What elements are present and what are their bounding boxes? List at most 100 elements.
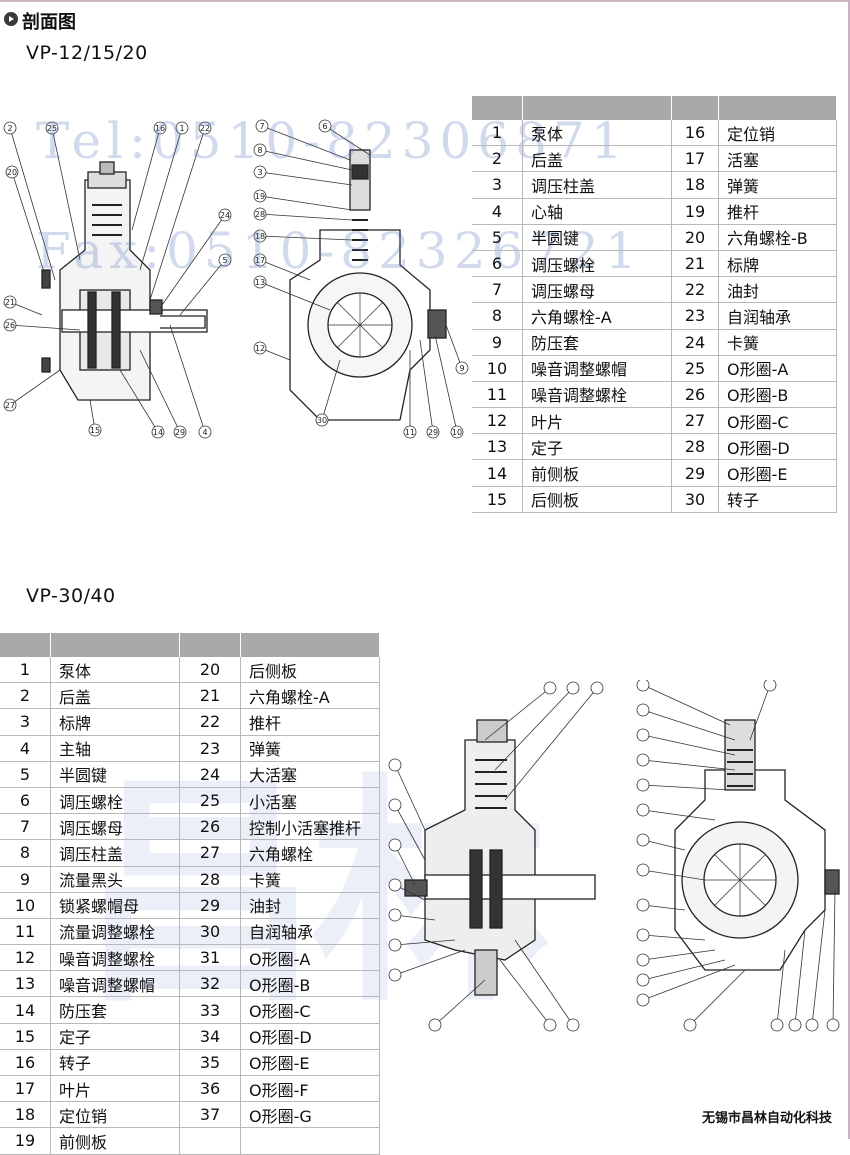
callout-circle — [388, 938, 402, 952]
callout-number: 1 — [179, 124, 184, 133]
part-name — [240, 1127, 380, 1155]
callout-circle — [636, 680, 650, 692]
callout-number: 30 — [317, 416, 327, 425]
callout-circle — [543, 681, 557, 695]
callout-number: 24 — [220, 211, 230, 220]
callout-number: 11 — [405, 428, 415, 437]
callout-circle — [388, 878, 402, 892]
part-name: 前侧板 — [50, 1127, 180, 1155]
leader-line — [419, 339, 434, 433]
part-number: 31 — [179, 944, 241, 972]
part-number: 11 — [0, 918, 51, 946]
part-number: 30 — [671, 486, 719, 513]
part-number: 5 — [472, 224, 523, 251]
part-number: 23 — [671, 302, 719, 330]
leader-line — [394, 764, 426, 831]
leader-line — [642, 949, 716, 961]
part-name: 卡簧 — [240, 866, 380, 893]
part-number: 35 — [179, 1049, 241, 1077]
leader-line — [259, 213, 353, 221]
leader-line — [642, 734, 736, 756]
callout-number: 15 — [90, 426, 100, 435]
callout-circle — [805, 1018, 819, 1032]
part-number: 19 — [671, 198, 719, 225]
part-name: O形圈-A — [718, 355, 837, 382]
part-name: 前侧板 — [522, 459, 672, 487]
callout-circle — [683, 1018, 697, 1032]
part-name: 锁紧螺帽母 — [50, 892, 180, 919]
leader-line — [394, 804, 426, 861]
callout-number: 2 — [7, 124, 12, 133]
model-title-a: VP-12/15/20 — [26, 42, 148, 64]
part-name: 定位销 — [50, 1101, 180, 1129]
part-name: 防压套 — [522, 329, 672, 356]
part-name: O形圈-F — [240, 1075, 380, 1103]
part-name: 调压螺母 — [522, 276, 672, 304]
callout-number: 4 — [202, 428, 207, 437]
part-number: 28 — [179, 866, 241, 893]
part-name: 流量黑头 — [50, 866, 180, 893]
callout-number: 8 — [257, 146, 262, 155]
callout-number: 10 — [452, 428, 462, 437]
callout-number: 14 — [153, 428, 163, 437]
callout-number: 25 — [47, 124, 57, 133]
leader-line — [259, 171, 353, 186]
part-number: 24 — [179, 761, 241, 788]
part-name: 定位销 — [718, 120, 837, 147]
part-number: 17 — [0, 1075, 51, 1103]
callout-circle — [388, 908, 402, 922]
part-number: 7 — [0, 813, 51, 841]
callout-number: 19 — [255, 192, 265, 201]
callout-circle — [198, 425, 212, 439]
leader-line — [261, 125, 351, 161]
part-number: 7 — [472, 276, 523, 304]
part-name: 大活塞 — [240, 761, 380, 788]
callout-circle — [388, 758, 402, 772]
part-name: 转子 — [718, 486, 837, 513]
part-number: 8 — [0, 839, 51, 867]
callout-number: 26 — [5, 321, 15, 330]
part-name: 泵体 — [522, 120, 672, 147]
callout-circle — [770, 1018, 784, 1032]
callout-circle — [636, 753, 650, 767]
part-number: 16 — [0, 1049, 51, 1077]
leader-line — [689, 969, 746, 1026]
callout-number: 16 — [155, 124, 165, 133]
callout-circle — [253, 143, 267, 157]
leader-line — [179, 259, 226, 316]
part-number: 34 — [179, 1023, 241, 1050]
callout-circle — [3, 295, 17, 309]
leader-line — [494, 687, 574, 771]
part-number: 12 — [0, 944, 51, 972]
callout-circle — [636, 803, 650, 817]
part-name: 转子 — [50, 1049, 180, 1077]
leader-line — [484, 687, 551, 741]
part-number: 11 — [472, 381, 523, 409]
part-name: 心轴 — [522, 198, 672, 225]
part-number: 29 — [671, 459, 719, 487]
part-name: 后侧板 — [240, 657, 380, 684]
part-number: 27 — [179, 839, 241, 867]
right-border — [848, 0, 850, 1139]
leader-line — [642, 809, 716, 821]
callout-circle — [636, 973, 650, 987]
callout-circle — [566, 681, 580, 695]
part-name: 弹簧 — [718, 171, 837, 199]
part-number: 27 — [671, 407, 719, 435]
part-name: 标牌 — [50, 708, 180, 736]
